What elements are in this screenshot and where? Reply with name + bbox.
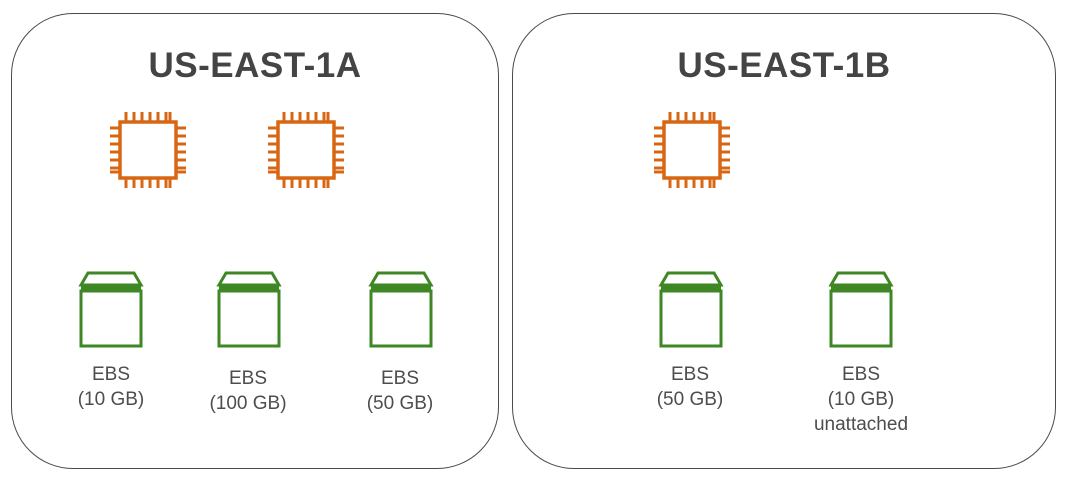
ebs-volume-icon bbox=[658, 269, 724, 349]
zone-title: US-EAST-1B bbox=[677, 46, 891, 85]
volume-size: (10 GB) bbox=[827, 389, 895, 410]
volume-size: (50 GB) bbox=[656, 389, 724, 410]
volume-label: EBS (100 GB) bbox=[178, 366, 318, 416]
ebs-volume-icon bbox=[216, 269, 282, 349]
volume-status: unattached bbox=[813, 414, 909, 435]
volume-label: EBS (10 GB) bbox=[41, 362, 181, 412]
ebs-volume-icon bbox=[78, 269, 144, 349]
volume-size: (50 GB) bbox=[366, 393, 434, 414]
volume-size: (10 GB) bbox=[77, 389, 145, 410]
volume-type: EBS bbox=[670, 364, 710, 385]
volume-size: (100 GB) bbox=[209, 393, 287, 414]
volume-label: EBS (50 GB) bbox=[620, 362, 760, 412]
ebs-volume-icon bbox=[368, 269, 434, 349]
ec2-instance-chip-icon bbox=[650, 108, 734, 192]
volume-type: EBS bbox=[841, 364, 881, 385]
ebs-volume-icon bbox=[828, 269, 894, 349]
ec2-instance-chip-icon bbox=[106, 108, 190, 192]
ec2-instance-chip-icon bbox=[264, 108, 348, 192]
availability-zone-b: US-EAST-1B bbox=[512, 13, 1056, 469]
volume-label: EBS (50 GB) bbox=[330, 366, 470, 416]
volume-type: EBS bbox=[91, 364, 131, 385]
volume-label: EBS (10 GB) unattached bbox=[791, 362, 931, 437]
zone-title: US-EAST-1A bbox=[148, 46, 362, 85]
availability-zone-a: US-EAST-1A bbox=[11, 13, 499, 469]
volume-type: EBS bbox=[228, 368, 268, 389]
volume-type: EBS bbox=[380, 368, 420, 389]
